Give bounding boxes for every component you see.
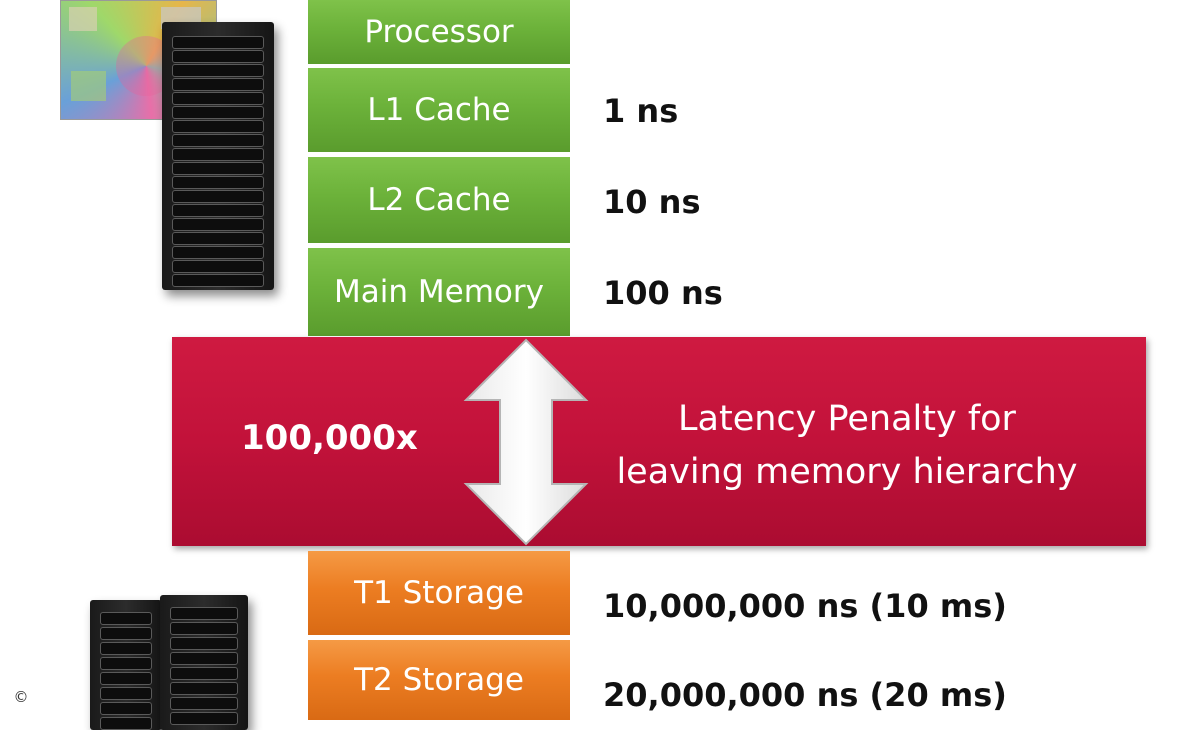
penalty-caption: Latency Penalty for leaving memory hiera… [612, 393, 1082, 499]
tier-label: T1 Storage [354, 575, 524, 611]
rack-slot [172, 134, 264, 147]
rack-slot [170, 652, 238, 665]
latency-t1-storage: 10,000,000 ns (10 ms) [603, 587, 1007, 625]
storage-rack-icon [90, 600, 162, 730]
latency-l1: 1 ns [603, 92, 679, 130]
rack-slot [172, 176, 264, 189]
tier-label: Processor [364, 14, 514, 50]
rack-slot [172, 190, 264, 203]
rack-slot [170, 682, 238, 695]
tier-processor: Processor [308, 0, 570, 64]
rack-slot [170, 607, 238, 620]
rack-slot [172, 148, 264, 161]
rack-slot [172, 64, 264, 77]
copyright-mark: © [13, 688, 29, 706]
rack-slot [100, 627, 152, 640]
penalty-line-2: leaving memory hierarchy [616, 452, 1078, 492]
rack-slot [100, 612, 152, 625]
penalty-line-1: Latency Penalty for [678, 399, 1016, 439]
tier-label: Main Memory [334, 274, 544, 310]
rack-slot [172, 120, 264, 133]
rack-slot [172, 218, 264, 231]
rack-slot [170, 637, 238, 650]
double-arrow-icon [463, 338, 589, 546]
tier-main-memory: Main Memory [308, 248, 570, 336]
tier-l1-cache: L1 Cache [308, 68, 570, 152]
rack-slot [170, 697, 238, 710]
tier-label: L1 Cache [367, 92, 511, 128]
rack-slot [172, 204, 264, 217]
latency-penalty-band [172, 337, 1146, 546]
tier-t1-storage: T1 Storage [308, 551, 570, 635]
rack-slot [100, 657, 152, 670]
rack-slot [172, 36, 264, 49]
rack-slot [170, 712, 238, 725]
rack-slot [172, 260, 264, 273]
tier-label: T2 Storage [354, 662, 524, 698]
tier-l2-cache: L2 Cache [308, 157, 570, 243]
rack-slot [172, 232, 264, 245]
rack-slot [172, 78, 264, 91]
rack-slot [172, 246, 264, 259]
rack-slot [172, 50, 264, 63]
tier-label: L2 Cache [367, 182, 511, 218]
latency-t2-storage: 20,000,000 ns (20 ms) [603, 676, 1007, 714]
rack-slot [100, 687, 152, 700]
rack-slot [100, 672, 152, 685]
penalty-multiplier: 100,000x [241, 418, 418, 458]
rack-slot [100, 642, 152, 655]
server-rack-icon [162, 22, 274, 290]
rack-slot [172, 162, 264, 175]
rack-slot [100, 702, 152, 715]
latency-l2: 10 ns [603, 183, 701, 221]
storage-rack-icon [160, 595, 248, 730]
tier-t2-storage: T2 Storage [308, 640, 570, 720]
rack-slot [170, 622, 238, 635]
rack-slot [100, 717, 152, 730]
latency-main-memory: 100 ns [603, 274, 723, 312]
rack-slot [172, 274, 264, 287]
rack-slot [170, 667, 238, 680]
rack-slot [172, 92, 264, 105]
rack-slot [172, 106, 264, 119]
